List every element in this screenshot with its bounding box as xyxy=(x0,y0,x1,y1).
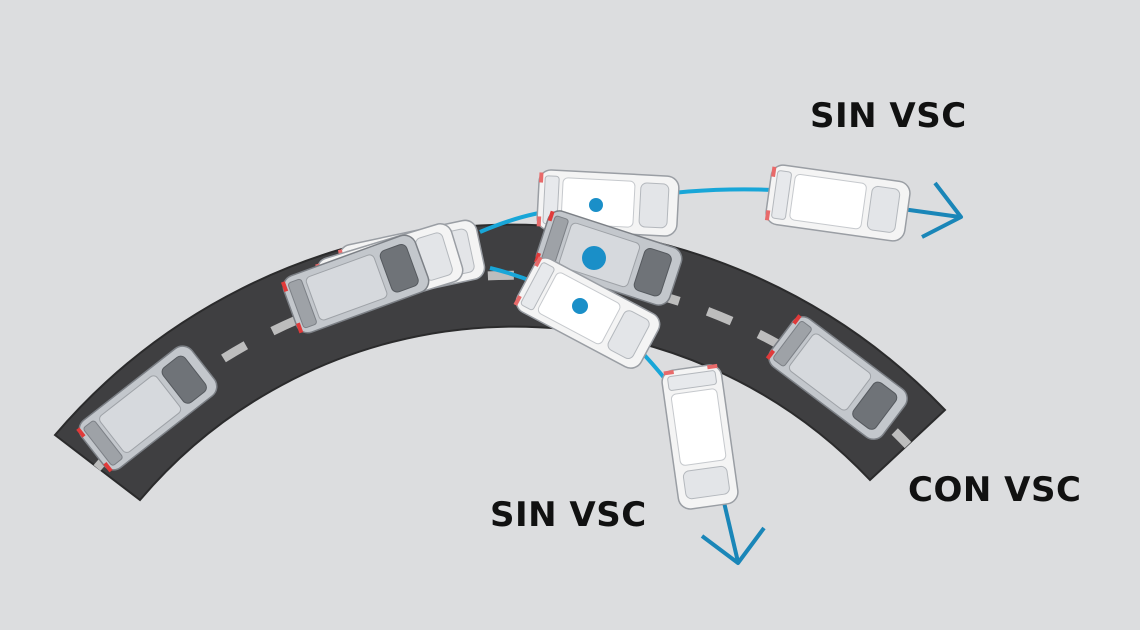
marker-bottom xyxy=(572,298,588,314)
van-icon-top-exit xyxy=(763,162,913,244)
van-icon-bottom-exit xyxy=(659,362,741,512)
marker-center xyxy=(582,246,606,270)
label-sin-vsc-bottom: SIN VSC xyxy=(490,495,647,535)
label-con-vsc: CON VSC xyxy=(908,470,1082,510)
lane-divider xyxy=(93,270,912,471)
arrow-down-icon xyxy=(700,497,766,565)
road xyxy=(53,223,947,502)
markers xyxy=(572,198,606,314)
marker-top xyxy=(589,198,603,212)
label-sin-vsc-top: SIN VSC xyxy=(810,96,967,136)
road-surface xyxy=(53,223,947,502)
